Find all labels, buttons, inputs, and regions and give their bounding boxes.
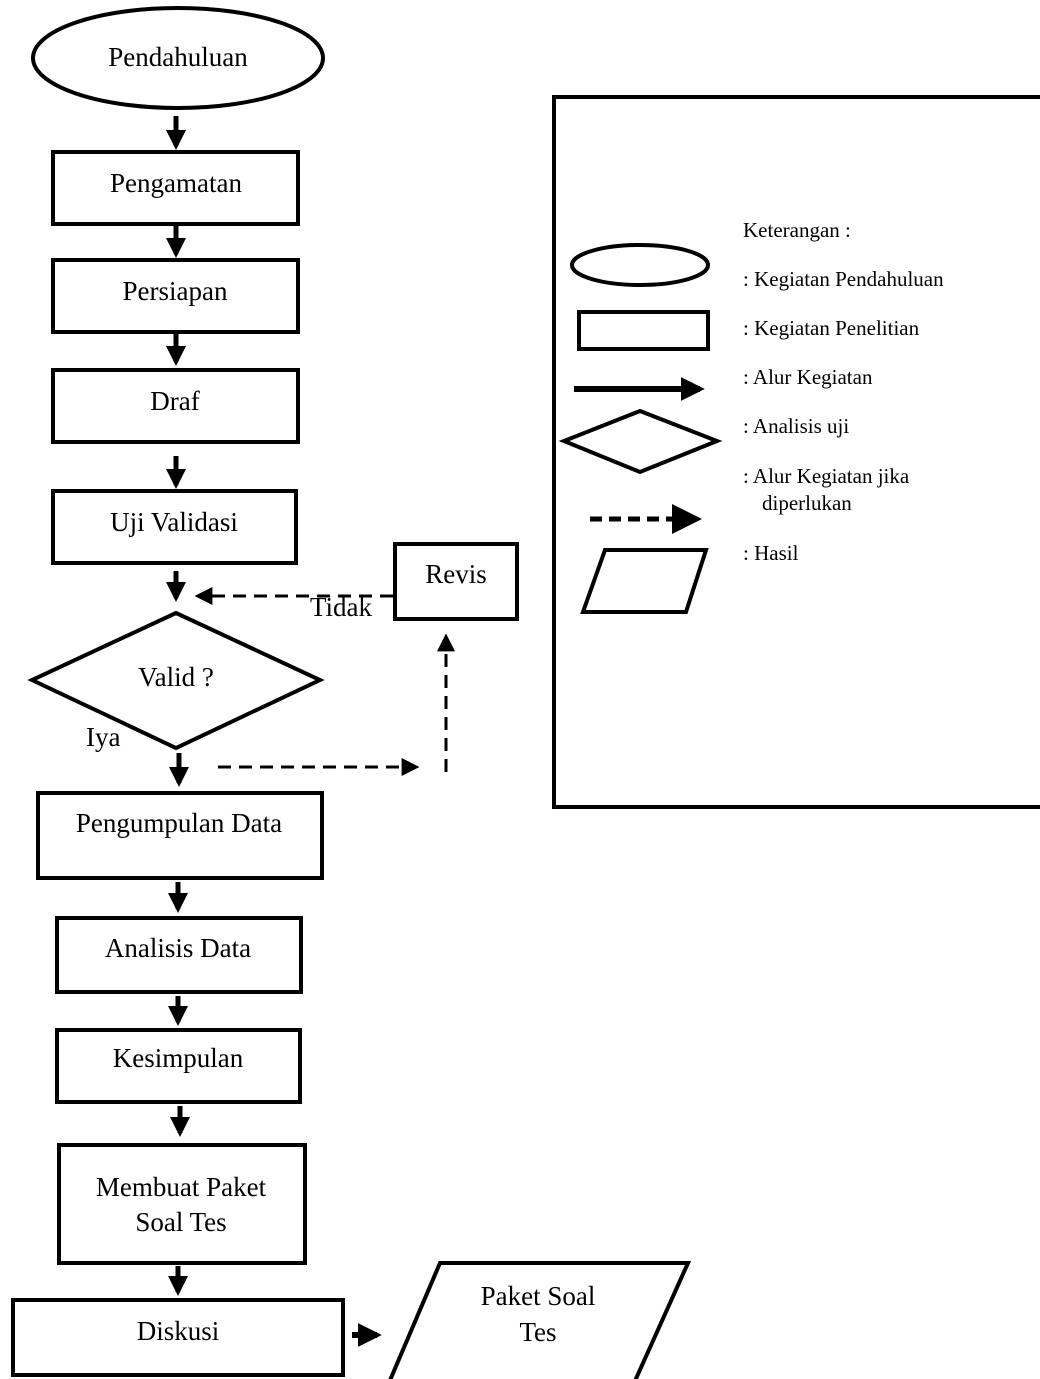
node-kesimpulan-label: Kesimpulan bbox=[113, 1043, 244, 1073]
legend-rectangle-symbol bbox=[577, 310, 710, 351]
legend-label-pendahuluan: : Kegiatan Pendahuluan bbox=[743, 267, 944, 291]
node-draf-label: Draf bbox=[150, 386, 199, 416]
node-membuat-paket: Membuat Paket Soal Tes bbox=[57, 1143, 307, 1265]
node-revis-label: Revis bbox=[425, 559, 487, 589]
legend-parallelogram-symbol bbox=[580, 548, 709, 614]
legend-label-diperlukan: diperlukan bbox=[762, 491, 852, 515]
node-analisis-data-label: Analisis Data bbox=[105, 933, 251, 963]
node-pengamatan: Pengamatan bbox=[51, 150, 300, 226]
node-pendahuluan-label: Pendahuluan bbox=[108, 42, 248, 72]
node-pengumpulan-data: Pengumpulan Data bbox=[36, 791, 324, 880]
node-revis: Revis bbox=[393, 542, 519, 621]
legend-label-alur-jika: : Alur Kegiatan jika bbox=[743, 464, 910, 488]
node-paket-soal-line2: Tes bbox=[519, 1317, 556, 1347]
node-kesimpulan: Kesimpulan bbox=[55, 1028, 302, 1104]
edge-label-tidak: Tidak bbox=[310, 592, 373, 622]
legend-label-penelitian: : Kegiatan Penelitian bbox=[743, 316, 920, 340]
node-uji-validasi: Uji Validasi bbox=[51, 489, 298, 565]
node-diskusi: Diskusi bbox=[11, 1298, 345, 1377]
node-draf: Draf bbox=[51, 368, 300, 444]
node-paket-soal-tes: Paket Soal Tes bbox=[388, 1261, 692, 1379]
legend-label-hasil: : Hasil bbox=[743, 541, 799, 565]
node-uji-validasi-label: Uji Validasi bbox=[110, 507, 238, 537]
node-valid-decision: Valid ? bbox=[27, 610, 325, 751]
legend-diamond-symbol bbox=[558, 408, 723, 475]
node-persiapan-label: Persiapan bbox=[123, 276, 228, 306]
node-pengamatan-label: Pengamatan bbox=[110, 168, 242, 198]
node-membuat-paket-line1: Membuat Paket bbox=[96, 1172, 267, 1202]
legend-label-alur: : Alur Kegiatan bbox=[743, 365, 873, 389]
node-valid-label: Valid ? bbox=[138, 662, 214, 692]
node-pendahuluan: Pendahuluan bbox=[31, 6, 325, 110]
legend-ellipse-symbol bbox=[570, 243, 710, 287]
node-persiapan: Persiapan bbox=[51, 258, 300, 334]
node-paket-soal-line1: Paket Soal bbox=[481, 1281, 596, 1311]
edge-label-iya: Iya bbox=[86, 722, 120, 752]
node-diskusi-label: Diskusi bbox=[137, 1316, 220, 1346]
legend-title: Keterangan : bbox=[743, 218, 851, 242]
legend-label-analisis: : Analisis uji bbox=[743, 414, 849, 438]
legend-box: Keterangan : : Kegiatan Pendahuluan : Ke… bbox=[552, 95, 1040, 809]
node-analisis-data: Analisis Data bbox=[55, 916, 303, 994]
node-pengumpulan-data-label: Pengumpulan Data bbox=[76, 808, 282, 838]
node-membuat-paket-line2: Soal Tes bbox=[135, 1207, 226, 1237]
